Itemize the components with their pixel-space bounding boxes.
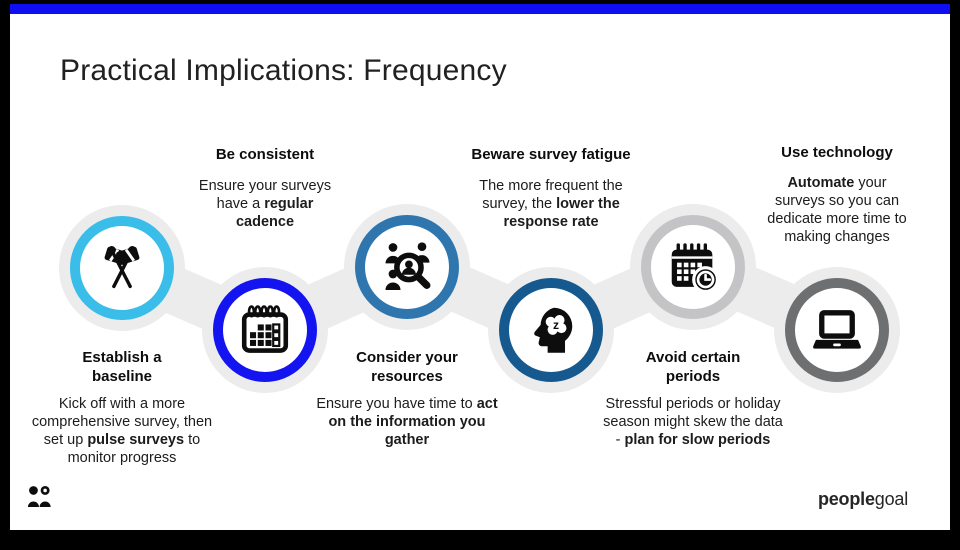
accent-bar — [10, 4, 950, 14]
node-title: Avoid certain periods — [645, 349, 741, 385]
node-title: Be consistent — [215, 146, 315, 163]
node-ring-consider-resources — [355, 215, 459, 319]
node-ring-establish-baseline — [70, 216, 174, 320]
node-body: Stressful periods or holiday season migh… — [603, 396, 783, 448]
node-ring-avoid-periods — [641, 215, 745, 319]
brand-word-people: people — [817, 489, 875, 509]
peoplegoal-mark-icon — [27, 485, 52, 509]
node-title: Establish a baseline — [82, 349, 162, 385]
node-title: Consider your resources — [356, 349, 458, 385]
node-body: Ensure you have time to act on the infor… — [316, 396, 498, 448]
node-ring-be-consistent — [213, 278, 317, 382]
brand-word-goal: goal — [874, 489, 908, 509]
page-title: Practical Implications: Frequency — [60, 54, 507, 87]
spiral-calendar-icon — [241, 305, 289, 353]
node-body: Automate your surveys so you can dedicat… — [767, 175, 907, 245]
note-survey-fatigue: Beware survey fatigue The more frequent … — [451, 145, 651, 231]
svg-text:z: z — [553, 318, 559, 332]
node-title: Use technology — [781, 144, 893, 161]
note-use-technology: Use technology Automate your surveys so … — [737, 143, 937, 246]
node-body: The more frequent the survey, the lower … — [479, 178, 623, 230]
calendar-clock-icon — [671, 243, 719, 293]
note-avoid-periods: Avoid certain periods Stressful periods … — [593, 348, 793, 449]
note-be-consistent: Be consistent Ensure your surveys have a… — [175, 145, 355, 231]
laptop-icon — [813, 310, 861, 349]
people-search-icon — [385, 242, 431, 290]
brand-wordmark: peoplegoal — [818, 489, 908, 510]
note-establish-baseline: Establish a baseline Kick off with a mor… — [22, 348, 222, 467]
node-body: Ensure your surveys have a regular caden… — [198, 178, 332, 230]
slide: Practical Implications: Frequency — [10, 4, 950, 530]
node-ring-use-technology — [785, 278, 889, 382]
fatigue-head-icon: z — [534, 307, 573, 353]
crossed-flags-icon — [104, 246, 140, 289]
note-consider-resources: Consider your resources Ensure you have … — [307, 348, 507, 449]
node-body: Kick off with a more comprehensive surve… — [31, 396, 213, 466]
node-ring-survey-fatigue: z — [499, 278, 603, 382]
node-title: Beware survey fatigue — [471, 146, 631, 163]
